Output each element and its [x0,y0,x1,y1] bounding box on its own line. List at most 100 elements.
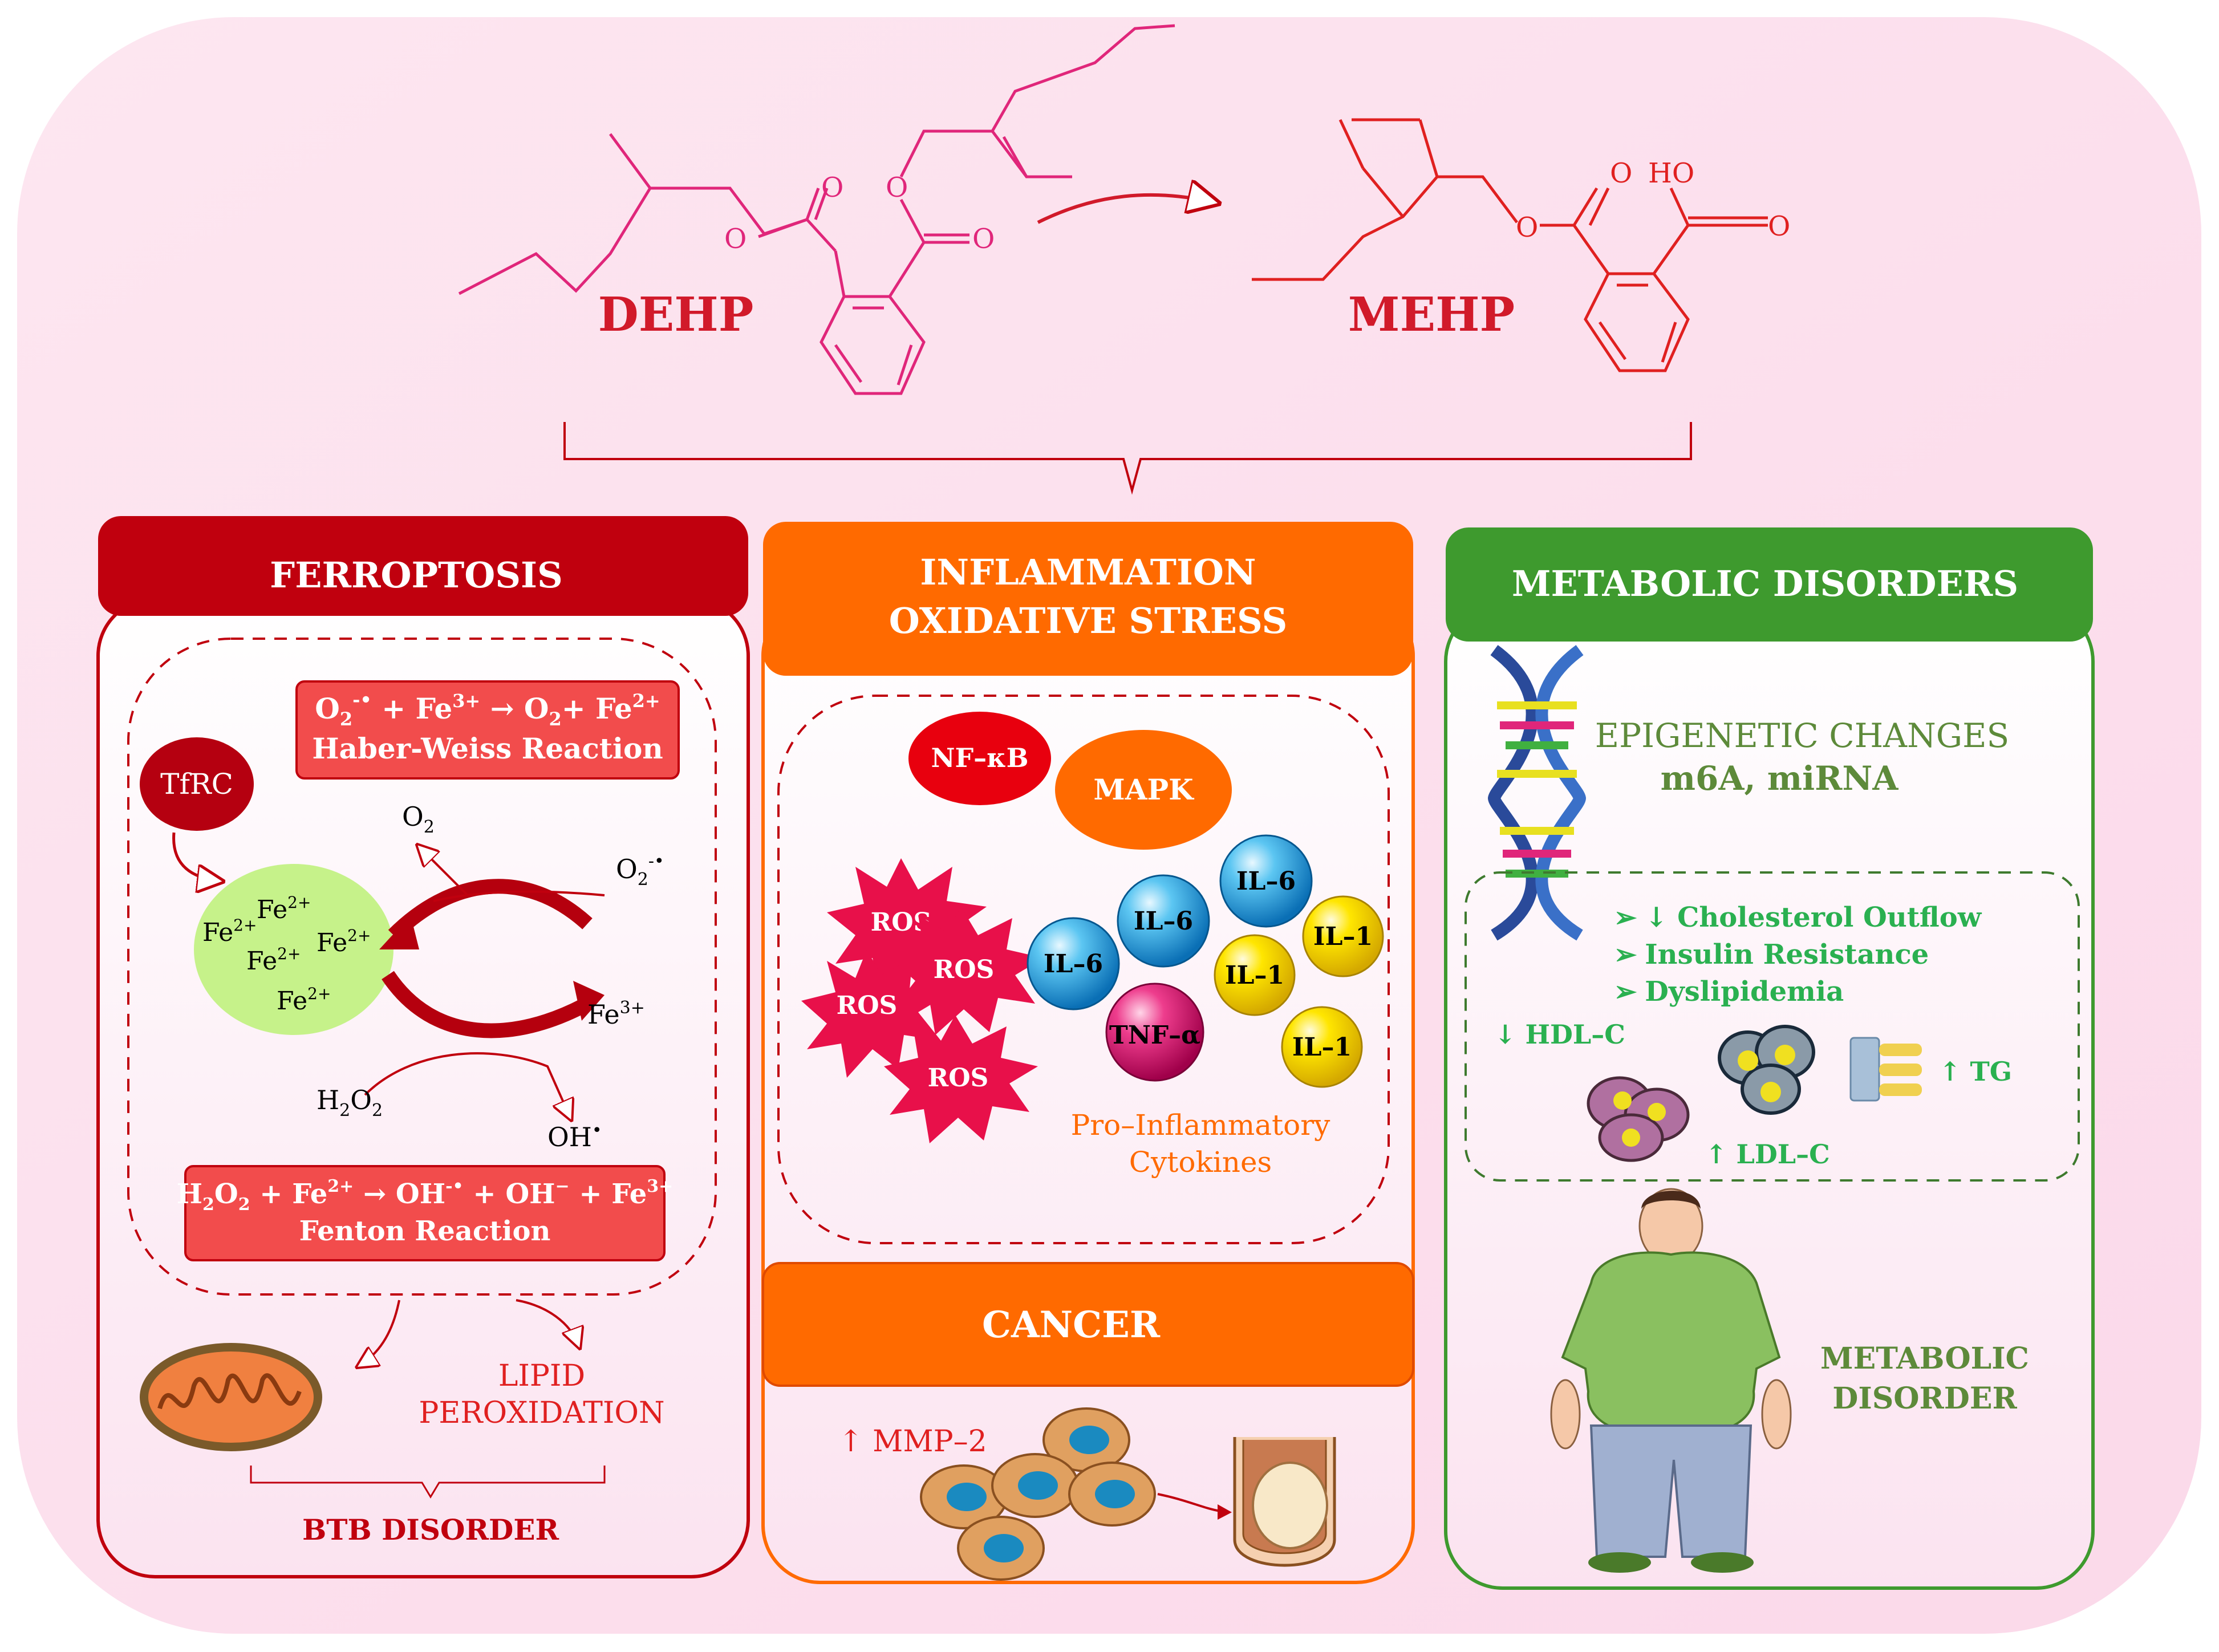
ros-star-2 [801,949,947,1078]
fe2-ions: Fe2+ Fe2+ Fe2+ Fe2+ Fe2+ [202,893,371,1016]
svg-text:Fe2+: Fe2+ [202,916,257,947]
svg-text:Fe2+: Fe2+ [246,944,301,976]
cancer-header: CANCER [982,1304,1161,1346]
cytokine-cluster: IL–6 IL–6 IL–6 IL–1 IL–1 IL–1 TNF–α [1027,834,1384,1088]
il1-label-2: IL–1 [1225,961,1284,990]
fenton-box [184,1165,666,1261]
inflammation-header-2: OXIDATIVE STRESS [889,600,1287,642]
mehp-o3: O [1768,210,1790,242]
mehp-atoms: O O HO O [1516,157,1790,243]
tnf-label: TNF–α [1109,1021,1200,1050]
tfrc-arrow [172,832,220,881]
mmp2-label: ↑ MMP–2 [838,1424,987,1459]
fenton-label: Fenton Reaction [299,1215,551,1247]
nfkb-label: NF–κB [931,742,1028,773]
fe2-pool [194,864,394,1035]
tfrc-receptor [140,737,254,831]
mapk-node [1055,730,1232,850]
fenton-equation: H2O2 + Fe2+ → OH-• + OH− + Fe3+ [177,1176,674,1215]
haber-weiss-box [295,680,680,780]
nfkb-node [908,712,1051,805]
svg-text:Fe2+: Fe2+ [257,893,311,924]
mehp-o2: O [1610,157,1632,189]
ros-label-3: ROS [934,955,995,984]
mehp-ho: HO [1648,157,1694,189]
haber-weiss-label: Haber-Weiss Reaction [312,732,663,765]
mapk-label: MAPK [1093,773,1194,806]
metabolic-dashed-box [1465,871,2080,1182]
pro-inflammatory-label-1: Pro–Inflammatory [1071,1109,1330,1142]
mehp-o1: O [1516,212,1538,243]
inflammation-panel: INFLAMMATION OXIDATIVE STRESS NF–κB MAPK… [761,522,1415,1584]
ferroptosis-dashed-box [127,638,717,1296]
il6-ball-1 [1027,917,1120,1010]
haber-weiss-equation: O2-• + Fe3+ → O2+ Fe2+ [315,689,660,730]
il6-label-3: IL–6 [1236,867,1296,896]
dehp-structure [458,24,1175,395]
mito-arrow [359,1300,400,1366]
metabolic-header: METABOLIC DISORDERS [1512,563,2018,604]
lipid-arrow [516,1299,579,1346]
mitochondrion-icon [140,1343,322,1451]
metabolic-panel: METABOLIC DISORDERS EPIGENETIC CHANGES m… [1444,527,2095,1590]
tfrc-label: TfRC [160,768,233,801]
il1-ball-1 [1302,895,1384,977]
dehp-atoms: O O O O [724,172,995,255]
hdl-icon [1587,1076,1690,1162]
inflammation-header-bg [763,522,1413,676]
ros-cluster: ROS ROS ROS ROS [801,858,1044,1143]
tg-icon [1849,1037,1922,1102]
dna-helix-icon [1487,645,1587,941]
tnf-ball [1105,983,1204,1082]
epigenetic-label-1: EPIGENETIC CHANGES [1595,716,2009,755]
inflammation-header-1: INFLAMMATION [920,551,1256,593]
metabolic-disorder-label-2: DISORDER [1832,1381,2017,1416]
mehp-structure [1252,118,1768,372]
dehp-label: DEHP [598,287,754,342]
h2o2-arrow [364,1052,570,1118]
svg-text:Fe2+: Fe2+ [317,926,371,957]
btb-label: BTB DISORDER [302,1513,559,1547]
bullet-insulin: ➢Insulin Resistance [1614,939,1929,971]
top-bracket [563,422,1692,495]
bullet-cholesterol: ➢↓ Cholesterol Outflow [1614,902,1982,933]
bullet-dyslipidemia: ➢Dyslipidemia [1614,976,1844,1008]
cycle-arrow-bottom [382,971,591,1038]
metabolic-bullets: ➢↓ Cholesterol Outflow ➢Insulin Resistan… [1614,902,1982,1008]
il1-ball-2 [1214,934,1296,1016]
inflammation-dashed-box [777,695,1390,1244]
ros-star-4 [884,1015,1038,1143]
ros-label-4: ROS [928,1064,989,1093]
ldl-label: ↑ LDL–C [1705,1139,1830,1170]
ros-label-2: ROS [837,991,898,1020]
dehp-o4: O [972,223,995,255]
il6-ball-2 [1117,874,1210,968]
h2o2-label: H2O2 [317,1085,383,1121]
ferroptosis-header-bg [98,516,748,616]
cancer-arrow [1157,1493,1221,1512]
cancer-cells [920,1407,1156,1581]
dehp-o1: O [724,223,747,255]
svg-text:Fe2+: Fe2+ [277,984,331,1016]
il6-label-2: IL–6 [1134,907,1193,936]
cycle-arrow-top [388,879,593,941]
metabolic-disorder-label-1: METABOLIC [1820,1341,2029,1376]
o2-release-arrow [419,847,469,896]
il6-ball-3 [1219,834,1313,928]
il1-ball-3 [1281,1006,1363,1088]
testis-icon [1233,1437,1336,1567]
epigenetic-label-2: m6A, miRNA [1661,759,1899,798]
o2-label: O2 [402,801,435,837]
dehp-o2: O [821,172,843,204]
dehp-o3: O [886,172,908,204]
dehp-to-mehp-arrow [1037,195,1215,224]
fe3-label: Fe3+ [587,998,645,1030]
il1-label-3: IL–1 [1292,1033,1352,1062]
o2-radical-label: O2-• [616,851,664,890]
cancer-header-bg [762,1262,1414,1387]
hdl-label: ↓ HDL–C [1494,1019,1625,1050]
btb-bracket [250,1466,606,1499]
ros-star-3 [890,907,1044,1035]
